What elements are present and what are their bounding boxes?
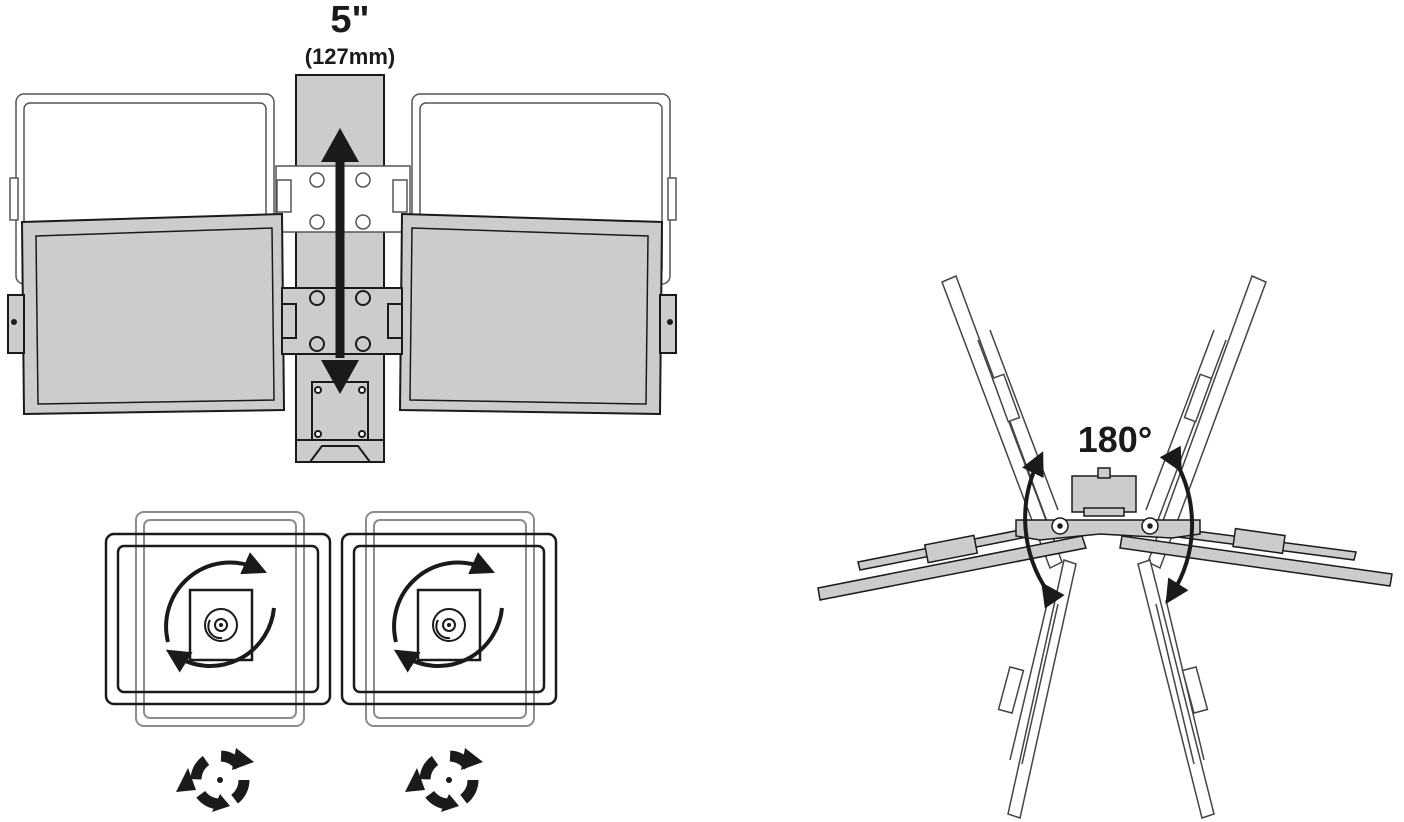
double-arrow-vertical-icon bbox=[321, 128, 359, 394]
swivel-angle-label: 180° bbox=[1077, 419, 1153, 460]
rotation-icon bbox=[176, 748, 254, 812]
monitor-right bbox=[398, 212, 677, 416]
monitor-top-left bbox=[817, 527, 1087, 601]
ghost-monitor-left-front bbox=[997, 559, 1077, 819]
rotation-view-right bbox=[340, 511, 558, 727]
ghost-monitor-right-front bbox=[1137, 559, 1215, 819]
monitor-left bbox=[7, 212, 286, 416]
rotation-view-left bbox=[104, 511, 332, 727]
curved-double-arrow-icon bbox=[1021, 445, 1195, 609]
height-value-label: 5" bbox=[330, 0, 370, 41]
top-view bbox=[817, 274, 1393, 819]
front-view bbox=[7, 74, 677, 463]
rotation-icon bbox=[405, 748, 483, 812]
height-metric-label: (127mm) bbox=[304, 44, 396, 69]
